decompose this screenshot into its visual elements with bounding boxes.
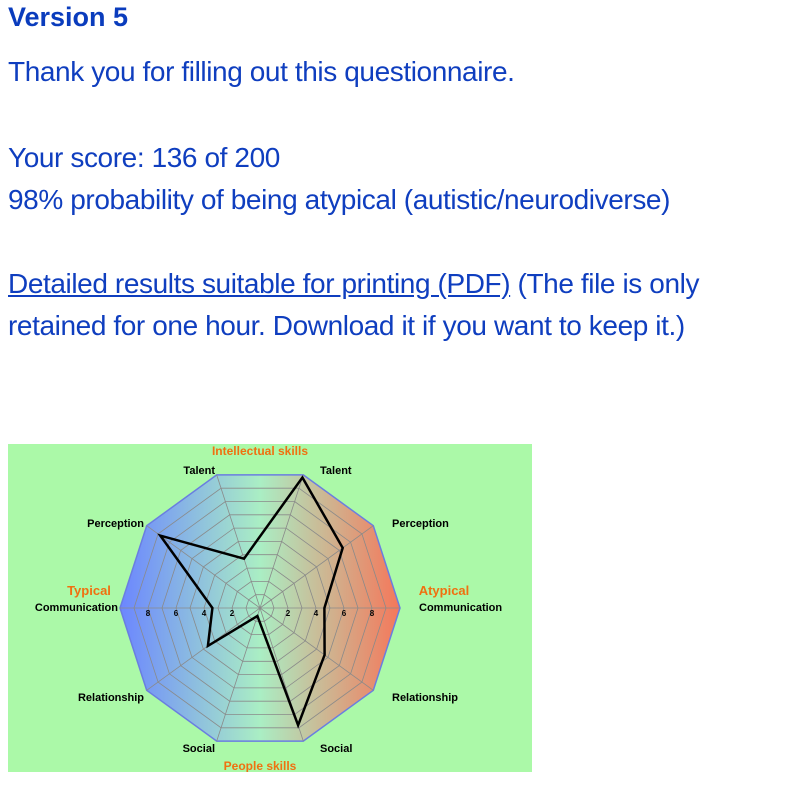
thank-you-text: Thank you for filling out this questionn…	[8, 56, 515, 87]
axis-label-left-perception: Perception	[87, 518, 144, 530]
label-atypical: Atypical	[419, 583, 470, 598]
tick-label-left-4: 4	[202, 609, 207, 618]
grid-spoke	[259, 474, 304, 609]
grid-spoke	[259, 607, 374, 691]
axis-label-right-social: Social	[320, 743, 352, 755]
title-people-skills: People skills	[224, 759, 297, 772]
tick-label-left-6: 6	[174, 609, 179, 618]
grid-spoke	[146, 525, 261, 609]
radar-grid	[120, 474, 400, 742]
pdf-download-link[interactable]: Detailed results suitable for printing (…	[8, 268, 511, 299]
tick-label-left-2: 2	[230, 609, 235, 618]
grid-spoke	[216, 607, 261, 742]
pdf-note: (The file is only retained for one hour.…	[8, 268, 700, 341]
grid-spoke	[259, 525, 374, 609]
tick-label-right-6: 6	[342, 609, 347, 618]
page-title: Version 5	[8, 2, 129, 32]
axis-label-right-communication: Communication	[419, 602, 502, 614]
label-typical: Typical	[67, 583, 111, 598]
axis-label-left-communication: Communication	[35, 602, 118, 614]
axis-label-right-perception: Perception	[392, 518, 449, 530]
probability-text: 98% probability of being atypical (autis…	[8, 184, 671, 215]
pdf-paragraph: Detailed results suitable for printing (…	[8, 263, 798, 347]
axis-label-right-talent: Talent	[320, 465, 352, 477]
tick-label-right-2: 2	[286, 609, 291, 618]
radar-chart: 2 4 6 8 2 4 6 8 Intellectual skills Peop…	[8, 444, 532, 773]
axis-label-left-talent: Talent	[183, 465, 215, 477]
axis-label-right-relationship: Relationship	[392, 692, 458, 704]
grid-spoke	[146, 607, 261, 691]
score-text: Your score: 136 of 200	[8, 142, 280, 173]
grid-spoke	[216, 474, 261, 609]
tick-label-right-4: 4	[314, 609, 319, 618]
tick-label-left-8: 8	[146, 609, 151, 618]
axis-label-left-relationship: Relationship	[78, 692, 144, 704]
axis-label-left-social: Social	[183, 743, 215, 755]
tick-label-right-8: 8	[370, 609, 375, 618]
score-polygon	[157, 475, 345, 729]
radar-chart-svg: 2 4 6 8 2 4 6 8 Intellectual skills Peop…	[35, 444, 503, 773]
title-intellectual-skills: Intellectual skills	[212, 444, 308, 458]
